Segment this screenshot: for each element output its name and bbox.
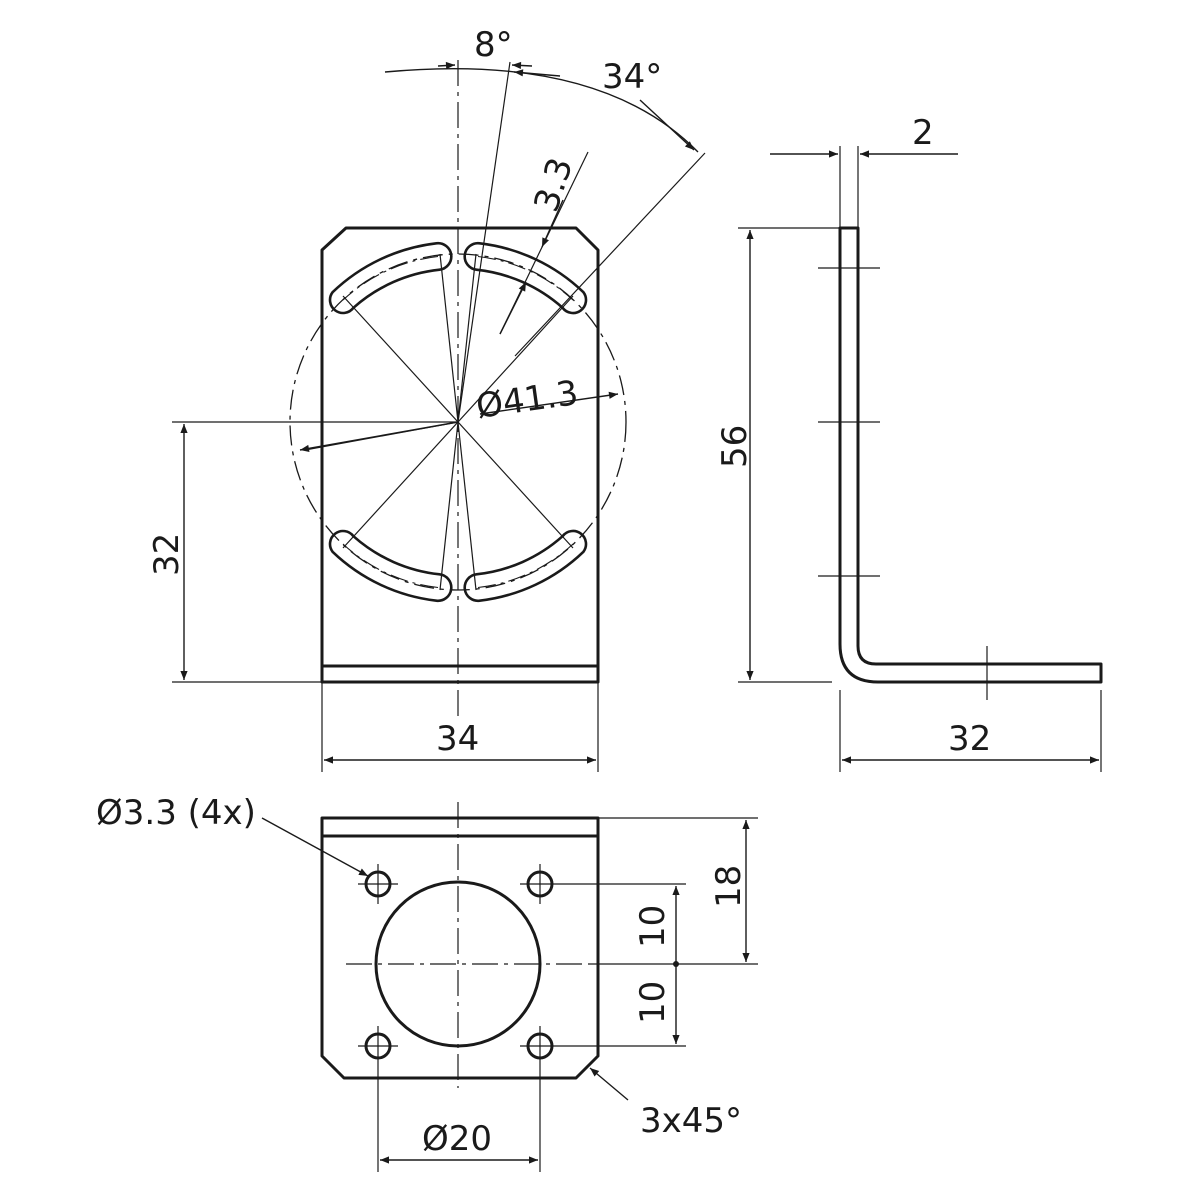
label-slot-width: 3.3 xyxy=(527,153,582,217)
bottom-view xyxy=(261,802,758,1172)
label-height-side: 56 xyxy=(715,425,755,468)
label-width-front: 34 xyxy=(436,719,479,759)
label-angle-right: 34° xyxy=(602,57,662,97)
side-profile xyxy=(838,226,1103,684)
label-width-side: 32 xyxy=(948,719,991,759)
label-bore-dia: Ø20 xyxy=(422,1119,492,1159)
slot-lower-left xyxy=(328,529,453,603)
slot-upper-right xyxy=(463,241,588,315)
label-offset-upper: 10 xyxy=(633,905,673,948)
label-height-front: 32 xyxy=(147,533,187,576)
arc-slots xyxy=(328,241,588,603)
label-circle-dia: Ø41.3 xyxy=(474,373,581,427)
label-angle-top: 8° xyxy=(474,25,513,65)
front-outline xyxy=(320,226,600,684)
label-depth-bottom: 18 xyxy=(709,865,749,908)
slot-upper-left xyxy=(328,241,453,315)
label-chamfer: 3x45° xyxy=(640,1101,742,1141)
front-view xyxy=(172,60,706,772)
label-offset-lower: 10 xyxy=(633,981,673,1024)
bottom-outline xyxy=(320,816,600,1080)
label-thickness: 2 xyxy=(912,113,934,153)
slot-lower-right xyxy=(463,529,588,603)
angle-extension-line xyxy=(514,152,706,357)
label-hole-dia: Ø3.3 (4x) xyxy=(96,793,256,833)
side-view xyxy=(738,146,1103,772)
center-bore xyxy=(374,880,542,1048)
radial-lines xyxy=(304,61,574,591)
